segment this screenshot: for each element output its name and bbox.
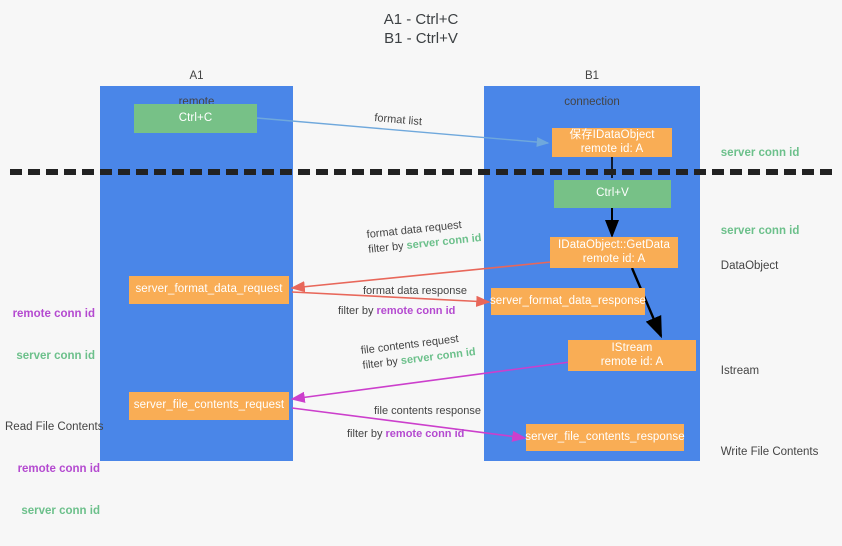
box-server-format-data-request[interactable]: server_format_data_request	[129, 276, 289, 304]
edge-label-file-contents-response-text: file contents response	[374, 405, 482, 417]
filter-prefix: filter by	[361, 355, 402, 372]
box-ctrl-v-label: Ctrl+V	[596, 187, 629, 200]
remote-conn-id-label: remote conn id	[17, 463, 100, 475]
box-server-file-contents-response-label: server_file_contents_response	[525, 430, 685, 443]
lane-b1-title: B1	[584, 70, 600, 82]
edge-label-format-list: format list	[374, 111, 423, 130]
diagram-canvas: A1 - Ctrl+C B1 - Ctrl+V A1 remote B1 con…	[5, 11, 832, 517]
annotation-format-conn-ids: remote conn id server conn id	[10, 279, 95, 391]
server-conn-id-label: server conn id	[16, 350, 95, 362]
annotation-text: server conn id	[720, 225, 800, 237]
edge-label-file-contents-response-filter: filter by remote conn id	[347, 427, 481, 442]
lane-b1-header: B1 connection	[484, 57, 700, 122]
edge-label-format-data-response-text: format data response	[363, 285, 467, 297]
box-server-format-data-response-label: server_format_data_response	[489, 294, 647, 307]
edge-label-file-contents-request: file contents request filter by server c…	[360, 330, 477, 374]
remote-conn-id-label: remote conn id	[12, 308, 95, 320]
annotation-read-file-contents: Read File Contents remote conn id server…	[5, 392, 104, 546]
page-title: A1 - Ctrl+C B1 - Ctrl+V	[383, 11, 459, 47]
box-save-idataobject-line2: remote id: A	[580, 142, 644, 155]
annotation-dataobject: DataObject	[708, 245, 779, 287]
filter-key-remote-conn-id: remote conn id	[385, 428, 465, 440]
read-file-contents-heading: Read File Contents	[5, 421, 104, 433]
annotation-text: Istream	[720, 365, 760, 377]
lane-b1-subtitle: connection	[564, 96, 620, 108]
annotation-write-file-contents: Write File Contents	[708, 431, 819, 473]
box-server-format-data-response[interactable]: server_format_data_response	[489, 288, 647, 315]
filter-prefix: filter by	[338, 305, 377, 317]
box-server-file-contents-response[interactable]: server_file_contents_response	[525, 424, 685, 451]
box-save-idataobject[interactable]: 保存IDataObject remote id: A	[552, 128, 672, 157]
box-istream[interactable]: IStream remote id: A	[568, 340, 696, 371]
annotation-server-conn-id-top: server conn id	[708, 132, 800, 174]
box-ctrl-c-label: Ctrl+C	[178, 111, 213, 124]
box-server-file-contents-request[interactable]: server_file_contents_request	[129, 392, 289, 420]
filter-prefix: filter by	[367, 239, 408, 256]
lane-a1-title: A1	[189, 70, 204, 82]
box-idataobject-getdata[interactable]: IDataObject::GetData remote id: A	[550, 237, 678, 268]
edge-label-format-data-request: format data request filter by server con…	[366, 216, 482, 258]
box-istream-line1: IStream	[611, 342, 653, 354]
filter-prefix: filter by	[347, 428, 386, 440]
annotation-text: Write File Contents	[720, 446, 819, 458]
edge-label-format-list-text: format list	[373, 111, 423, 129]
server-conn-id-label: server conn id	[21, 505, 100, 517]
annotation-text: DataObject	[720, 260, 779, 272]
box-idataobject-getdata-line2: remote id: A	[582, 252, 646, 265]
box-idataobject-getdata-line1: IDataObject::GetData	[558, 239, 670, 251]
annotation-text: server conn id	[720, 147, 800, 159]
edge-label-file-contents-response: file contents response filter by remote …	[347, 404, 482, 442]
box-save-idataobject-line1: 保存IDataObject	[569, 129, 655, 141]
box-istream-line2: remote id: A	[600, 355, 664, 368]
annotation-server-conn-id-second: server conn id	[708, 210, 800, 252]
box-server-file-contents-request-label: server_file_contents_request	[133, 399, 285, 412]
edge-label-format-data-response-filter: filter by remote conn id	[338, 304, 467, 319]
edge-label-format-data-response: format data response filter by remote co…	[338, 284, 467, 319]
annotation-istream: Istream	[708, 350, 759, 392]
box-ctrl-c[interactable]: Ctrl+C	[134, 104, 257, 133]
box-server-format-data-request-label: server_format_data_request	[135, 283, 283, 296]
box-ctrl-v[interactable]: Ctrl+V	[554, 180, 671, 208]
phase-separator	[10, 169, 832, 175]
filter-key-remote-conn-id: remote conn id	[376, 305, 456, 317]
